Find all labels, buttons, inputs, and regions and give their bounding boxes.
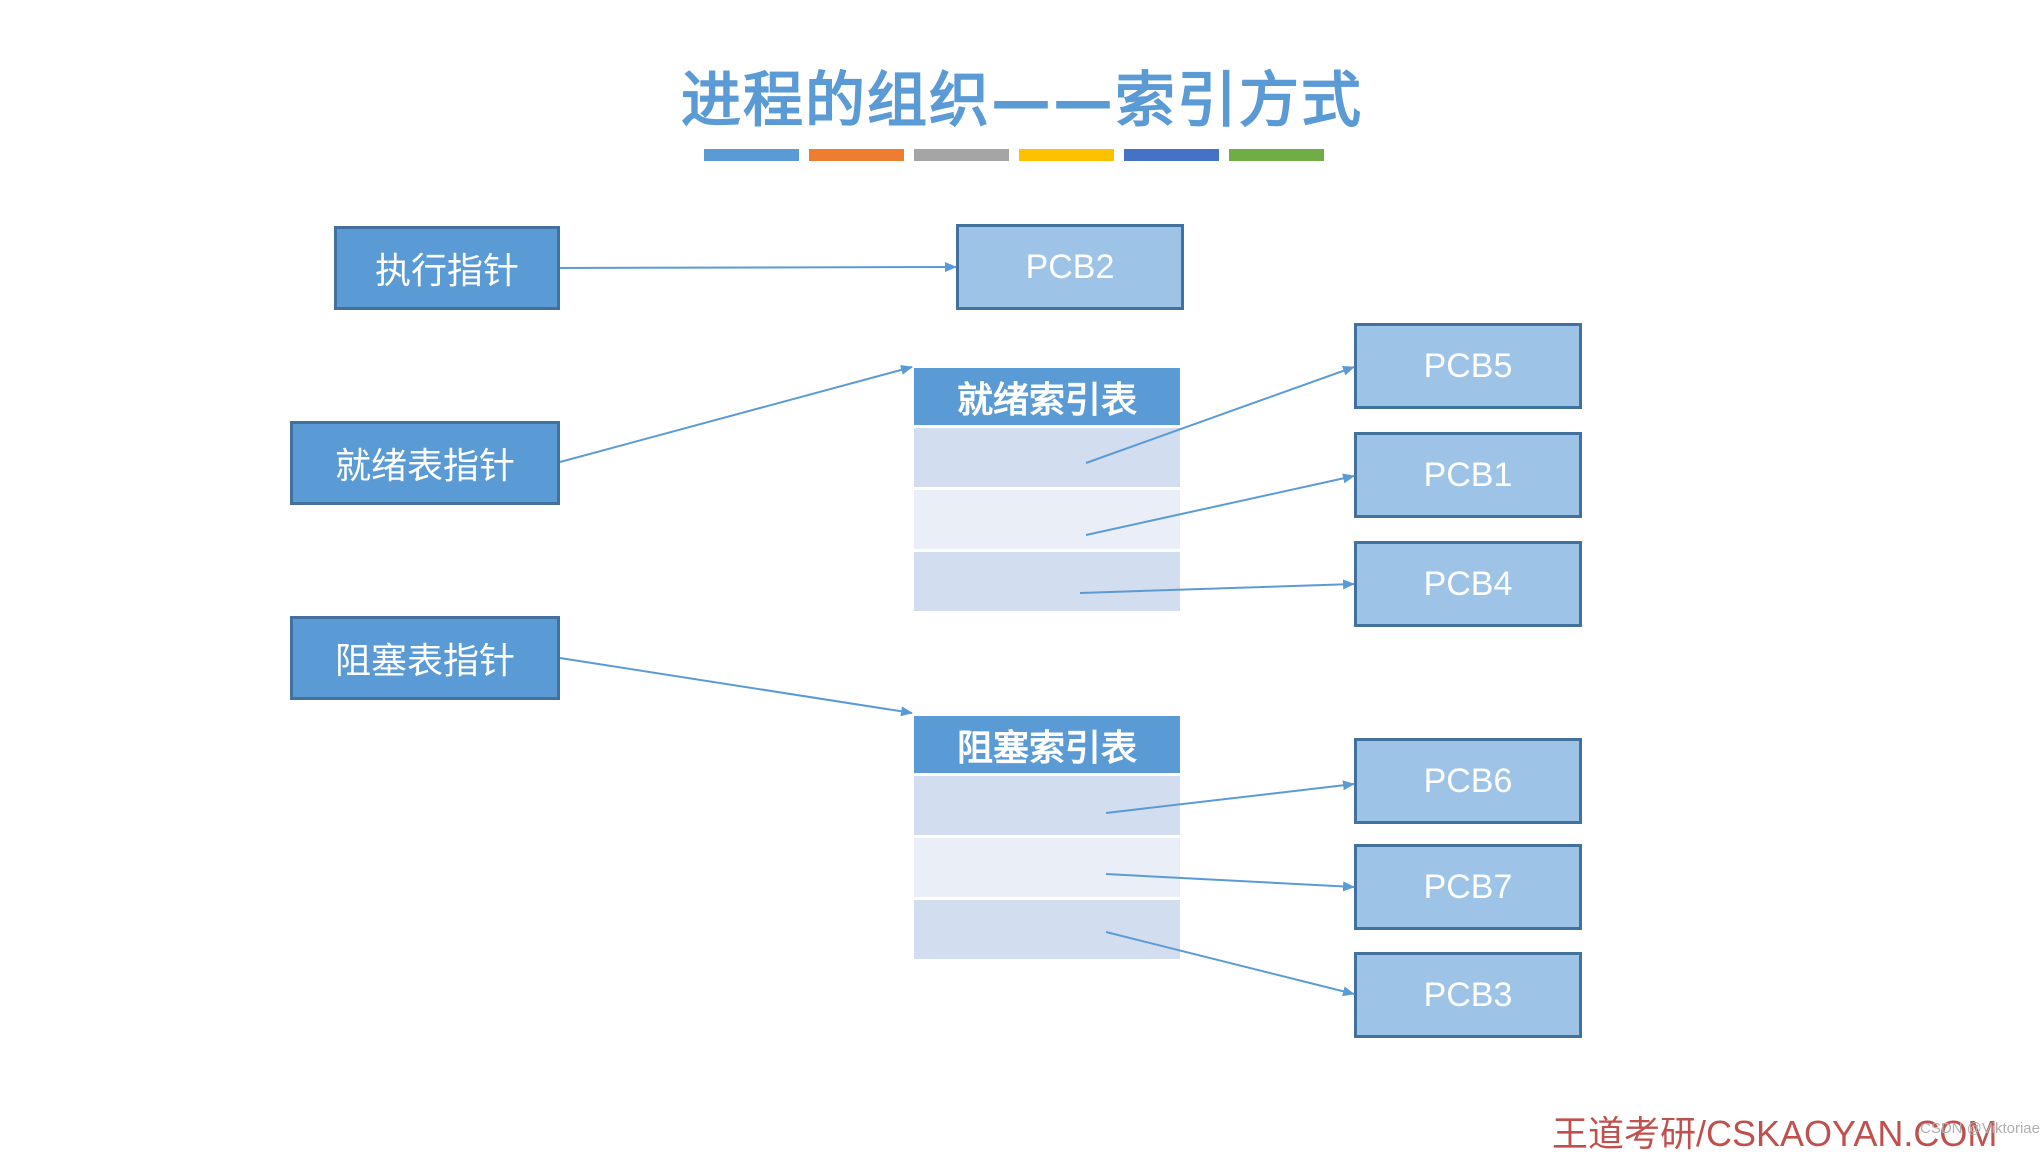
pcb-running: PCB2 <box>956 224 1184 310</box>
watermark: CSDN @Viktoriae <box>1920 1120 2040 1137</box>
arrow-blocked-row-to-pcb <box>1105 931 1355 997</box>
ready-table-row <box>914 428 1180 490</box>
blocked-pointer-box: 阻塞表指针 <box>290 616 560 700</box>
color-bar <box>809 149 904 161</box>
blocked-table-row <box>914 776 1180 838</box>
blocked-table-row <box>914 838 1180 900</box>
ready-pointer-box: 就绪表指针 <box>290 421 560 505</box>
pcb-ready-target: PCB4 <box>1354 541 1582 627</box>
pcb-blocked-target: PCB3 <box>1354 952 1582 1038</box>
arrow-exec-to-pcb <box>559 262 957 273</box>
blocked-table-row <box>914 900 1180 962</box>
color-bar <box>1124 149 1219 161</box>
pcb-blocked-target: PCB7 <box>1354 844 1582 930</box>
ready-table-row <box>914 552 1180 614</box>
arrow-ready-row-to-pcb <box>1079 579 1355 594</box>
arrow-ready-row-to-pcb <box>1085 473 1355 536</box>
arrow-blocked-pointer-to-table <box>559 657 913 717</box>
arrow-ready-pointer-to-table <box>559 365 913 463</box>
exec-pointer-box: 执行指针 <box>334 226 560 310</box>
arrow-ready-row-to-pcb <box>1085 366 1355 464</box>
color-bar <box>1019 149 1114 161</box>
ready-table-row <box>914 490 1180 552</box>
color-bar <box>1229 149 1324 161</box>
pcb-blocked-target: PCB6 <box>1354 738 1582 824</box>
blocked-table-header: 阻塞索引表 <box>914 716 1180 776</box>
color-bar <box>704 149 799 161</box>
pcb-ready-target: PCB1 <box>1354 432 1582 518</box>
color-bar-strip <box>704 149 1324 161</box>
arrow-blocked-row-to-pcb <box>1105 780 1355 814</box>
color-bar <box>914 149 1009 161</box>
pcb-ready-target: PCB5 <box>1354 323 1582 409</box>
page-title: 进程的组织——索引方式 <box>681 66 1363 136</box>
arrow-blocked-row-to-pcb <box>1105 873 1355 892</box>
ready-table-header: 就绪索引表 <box>914 368 1180 428</box>
